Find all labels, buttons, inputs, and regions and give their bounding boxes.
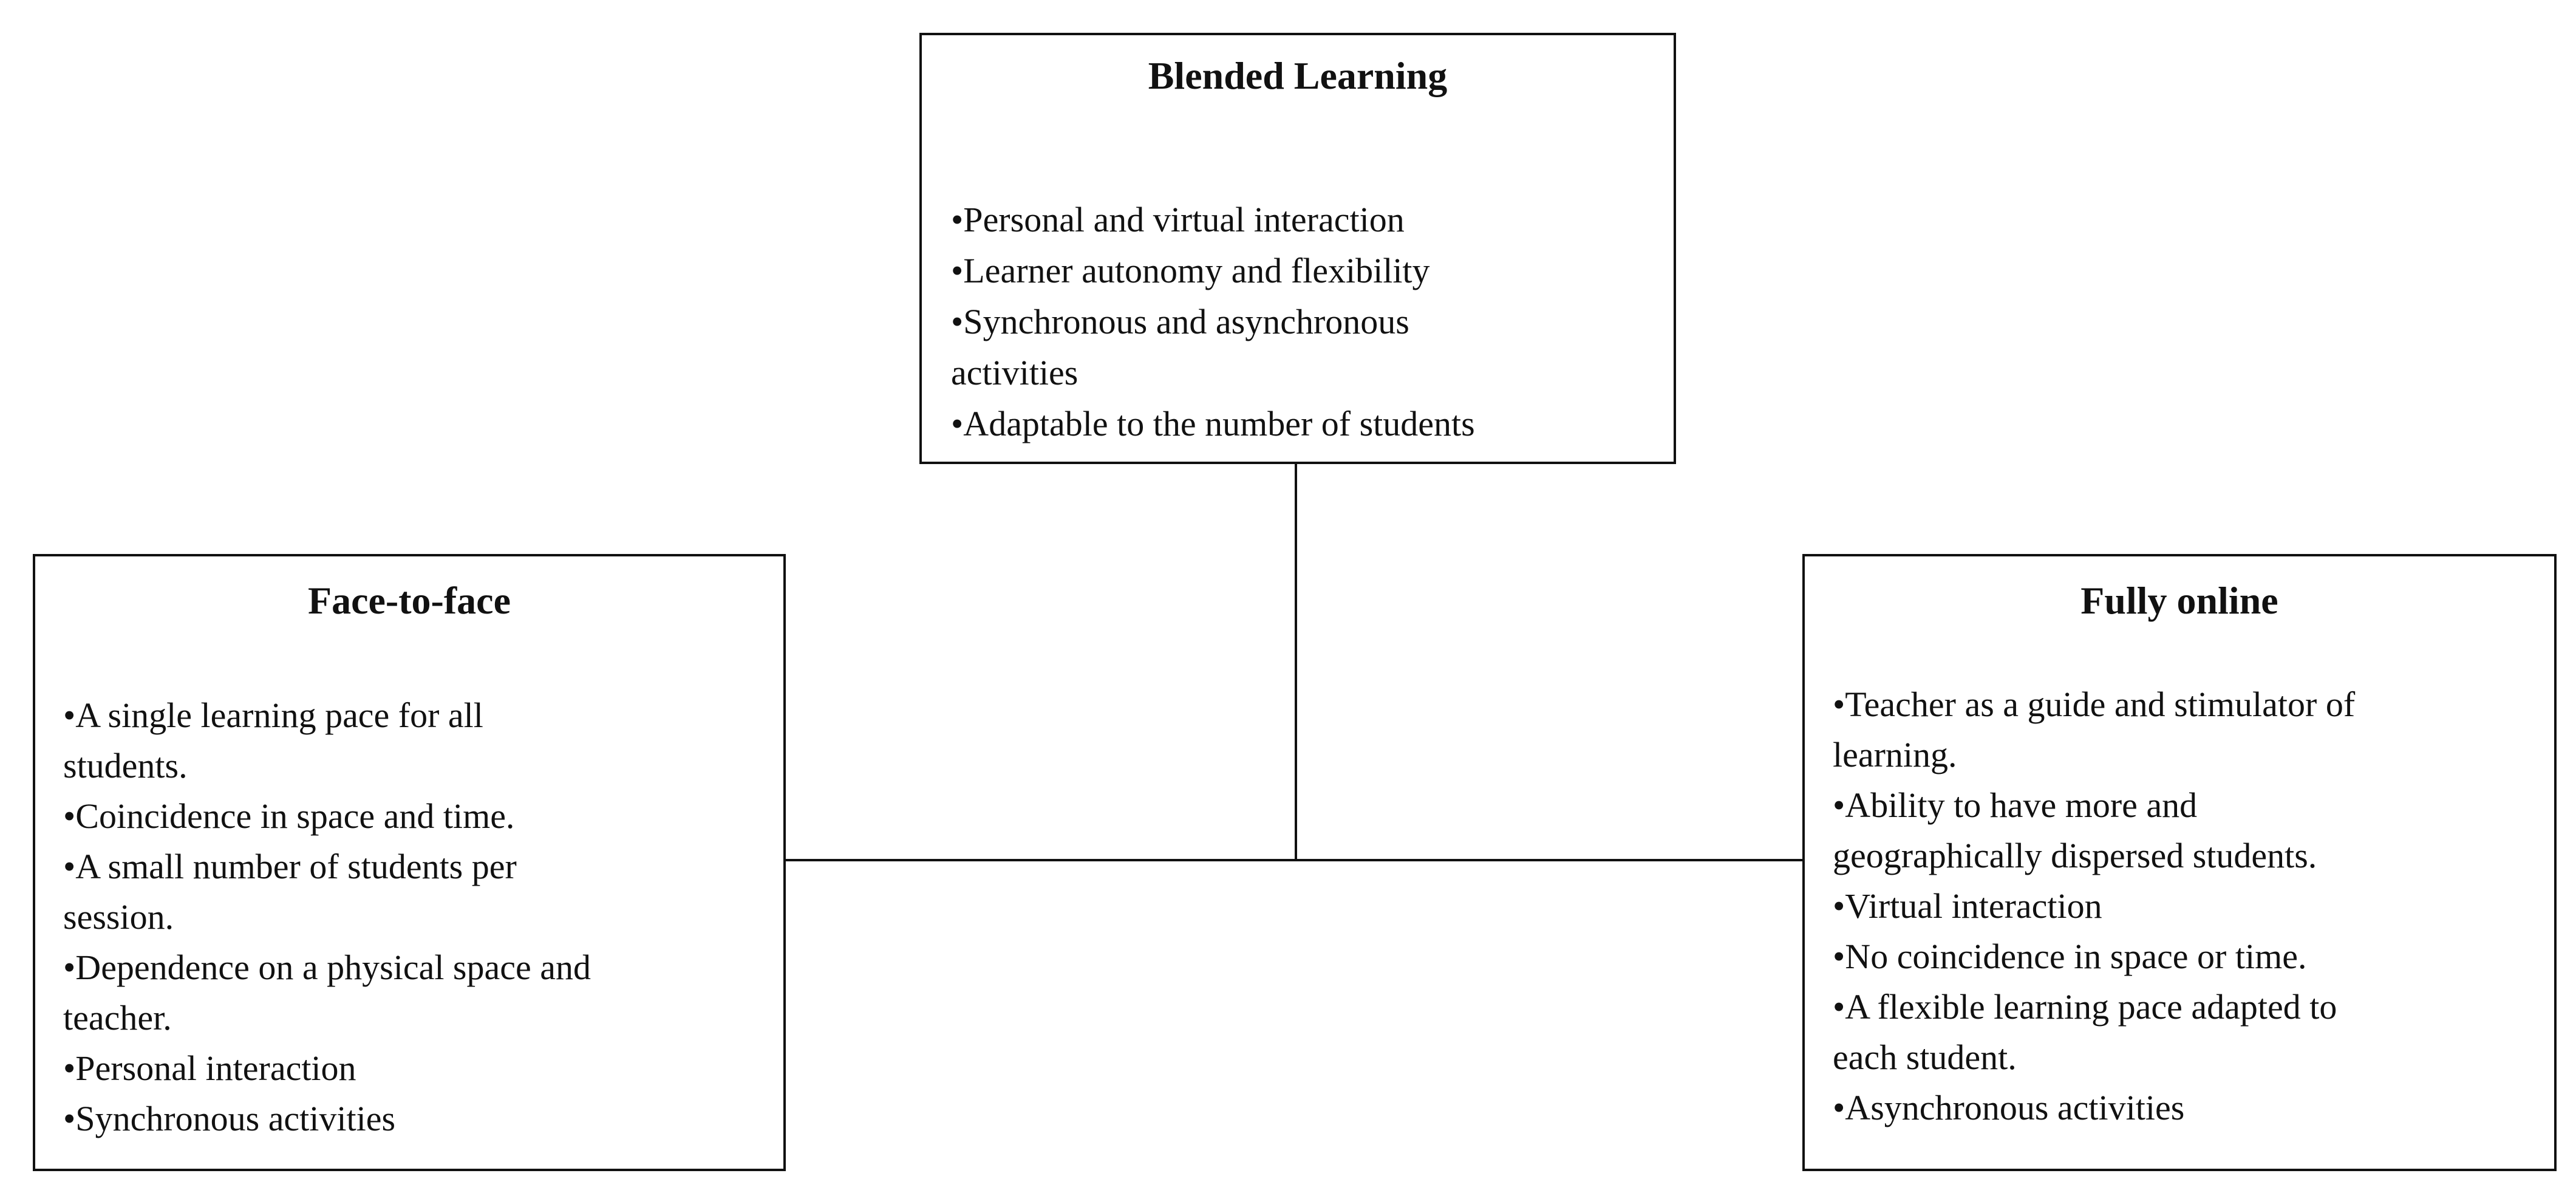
list-item: •Personal interaction <box>63 1048 356 1088</box>
list-item: activities <box>951 353 1078 392</box>
list-item: •Synchronous activities <box>63 1099 396 1138</box>
list-item: •A small number of students per <box>63 847 517 886</box>
connector-horizontal <box>785 859 1805 861</box>
fully-online-box: Fully online •Teacher as a guide and sti… <box>1802 554 2557 1171</box>
box-title: Blended Learning <box>1148 54 1448 97</box>
list-item: •Virtual interaction <box>1833 886 2102 926</box>
list-item: students. <box>63 746 188 785</box>
list-item: •Coincidence in space and time. <box>63 796 515 836</box>
list-item: •A flexible learning pace adapted to <box>1833 987 2337 1027</box>
list-item: learning. <box>1833 735 1957 774</box>
blended-learning-box: Blended Learning •Personal and virtual i… <box>919 33 1676 464</box>
face-to-face-box: Face-to-face •A single learning pace for… <box>33 554 786 1171</box>
feature-list: •A single learning pace for all students… <box>63 690 591 1144</box>
list-item: geographically dispersed students. <box>1833 836 2317 875</box>
feature-list: •Teacher as a guide and stimulator of le… <box>1833 679 2355 1133</box>
list-item: •Learner autonomy and flexibility <box>951 251 1430 290</box>
list-item: teacher. <box>63 998 172 1037</box>
box-title: Fully online <box>2080 579 2278 622</box>
list-item: each student. <box>1833 1037 2017 1077</box>
list-item: •Synchronous and asynchronous <box>951 302 1409 341</box>
box-title: Face-to-face <box>308 579 511 622</box>
connector-vertical <box>1295 463 1297 861</box>
list-item: session. <box>63 897 174 937</box>
list-item: •A single learning pace for all <box>63 696 483 735</box>
list-item: •No coincidence in space or time. <box>1833 937 2307 976</box>
list-item: •Personal and virtual interaction <box>951 200 1405 239</box>
list-item: •Adaptable to the number of students <box>951 404 1475 443</box>
list-item: •Teacher as a guide and stimulator of <box>1833 685 2356 724</box>
list-item: •Dependence on a physical space and <box>63 948 591 987</box>
feature-list: •Personal and virtual interaction •Learn… <box>951 194 1475 450</box>
list-item: •Asynchronous activities <box>1833 1088 2185 1127</box>
list-item: •Ability to have more and <box>1833 785 2198 825</box>
